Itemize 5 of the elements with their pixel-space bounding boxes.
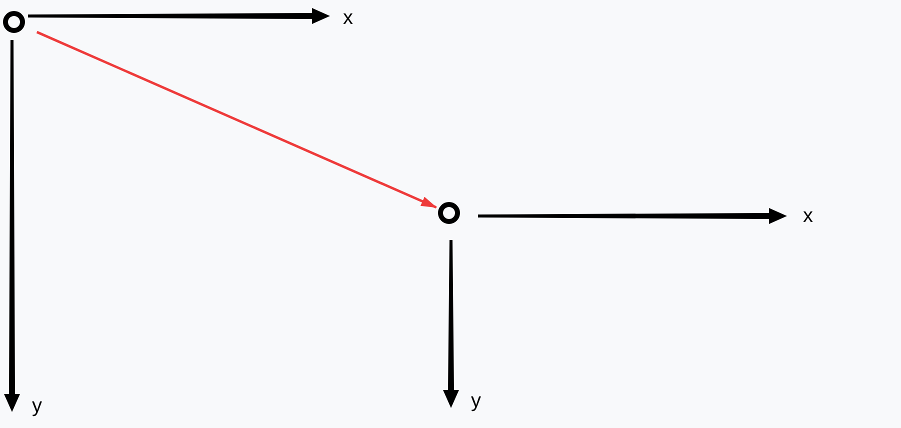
axis-label: x [803,206,813,226]
axis-label: y [32,396,42,416]
axis-label: y [471,391,481,411]
axis-label: x [343,8,353,28]
arrow [36,30,438,209]
